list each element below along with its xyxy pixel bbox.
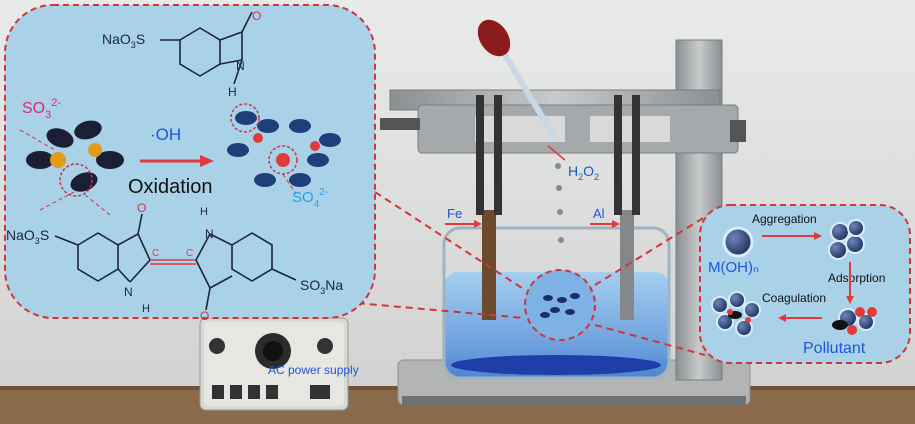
dropper <box>477 19 564 243</box>
atom-o1: O <box>252 9 261 23</box>
pollutant-cluster <box>832 307 877 335</box>
al-label: Al <box>593 206 605 221</box>
coagulation-label: Coagulation <box>762 291 826 305</box>
atom-o3: O <box>200 309 209 323</box>
aggregate-cluster <box>828 219 865 260</box>
product-cluster <box>227 103 341 195</box>
atom-h3: H <box>200 206 208 218</box>
atom-n2: N <box>124 285 133 299</box>
so3na-right: SO <box>300 277 320 293</box>
indigo-molecule <box>54 213 297 311</box>
aggregation-label: Aggregation <box>752 212 817 226</box>
top-molecule <box>160 11 253 85</box>
oxidation-label: Oxidation <box>128 176 213 198</box>
svg-text:NaO3S: NaO3S <box>6 227 49 246</box>
h2o2-label: H <box>568 163 578 179</box>
svg-text:NaO3S: NaO3S <box>102 31 145 50</box>
reactant-cluster <box>19 120 124 216</box>
atom-n1: N <box>236 59 245 73</box>
svg-text:H2O2: H2O2 <box>568 163 599 182</box>
atom-h2: H <box>142 303 150 315</box>
so4-label: SO <box>292 189 314 206</box>
atom-c2: C <box>186 248 193 259</box>
oh-radical-label: ·OH <box>150 125 181 144</box>
atom-c1: C <box>152 248 159 259</box>
naso3s-top: NaO <box>102 31 131 47</box>
so3-label: SO <box>22 100 45 117</box>
adsorption-label: Adsorption <box>828 271 885 285</box>
atom-h1: H <box>228 85 237 99</box>
power-supply-device <box>199 317 349 411</box>
fe-label: Fe <box>447 206 462 221</box>
svg-text:SO42-: SO42- <box>292 187 328 210</box>
power-supply-label: AC power supply <box>268 363 359 377</box>
atom-n3: N <box>205 227 214 241</box>
coagulated-floc <box>711 291 761 337</box>
moh-particle <box>722 226 754 258</box>
pollutant-label: Pollutant <box>803 340 866 357</box>
moh-label: M(OH)ₙ <box>708 259 759 276</box>
atom-o2: O <box>137 201 146 215</box>
fe-electrode <box>476 95 502 320</box>
svg-text:SO32-: SO32- <box>22 97 61 121</box>
svg-text:SO3Na: SO3Na <box>300 277 343 296</box>
naso3s-left: NaO <box>6 227 35 243</box>
beaker-zoom-circle <box>524 269 596 341</box>
oxidation-arrow <box>200 155 214 167</box>
